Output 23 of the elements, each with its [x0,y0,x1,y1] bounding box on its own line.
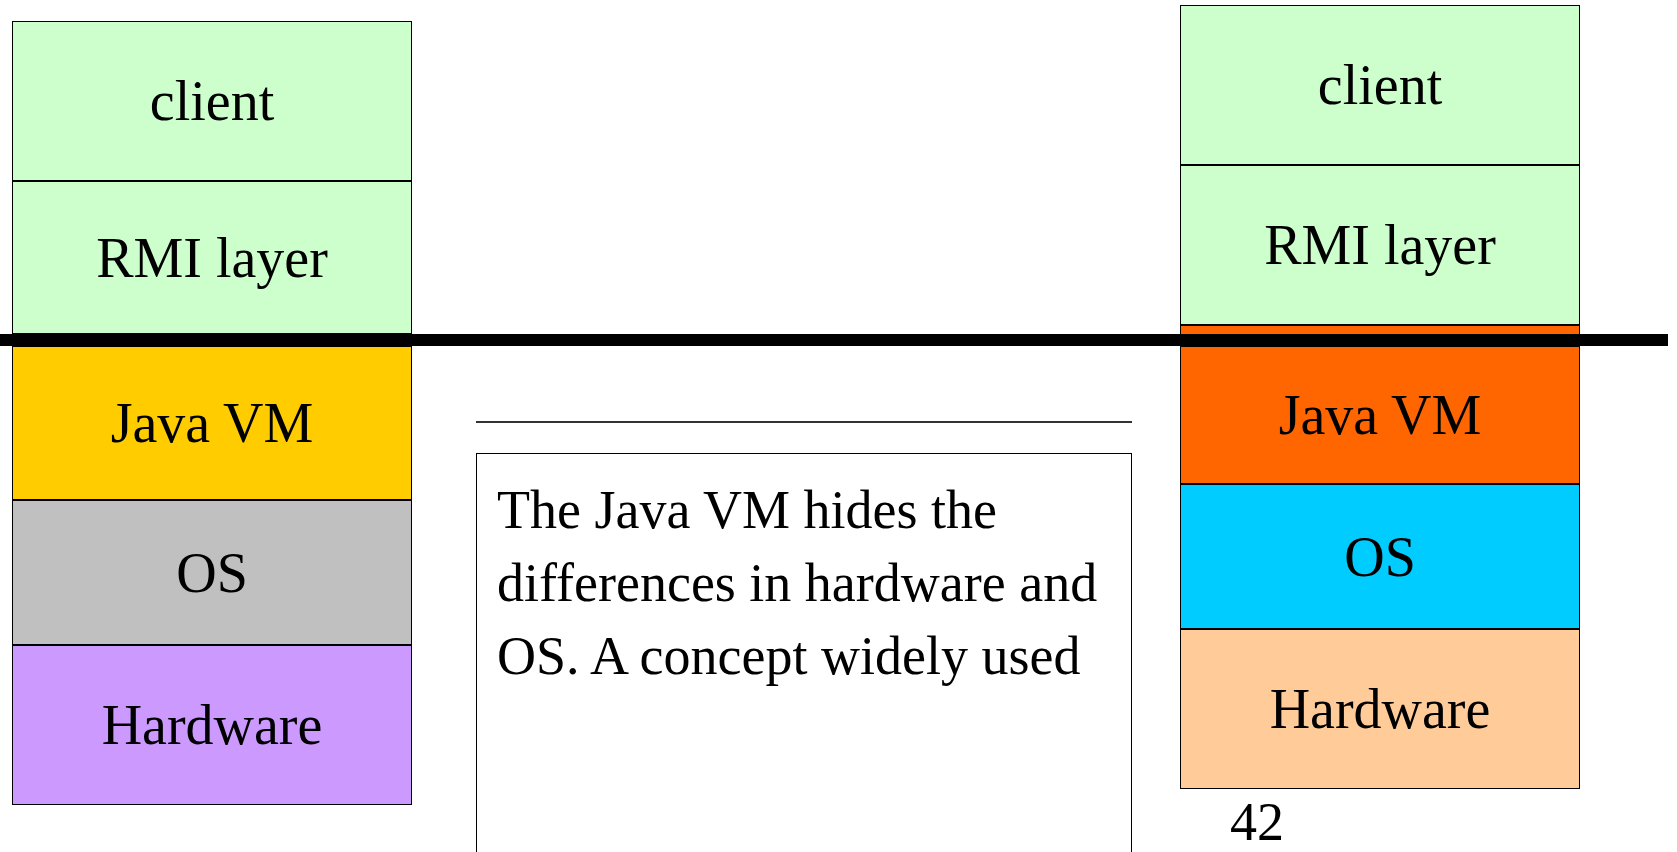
layer-label: client [1317,53,1443,118]
layer-box [12,500,412,645]
layer-box [1180,165,1580,325]
layer-label: Java VM [1278,383,1482,448]
page-number: 42 [1230,795,1284,849]
layer-box [12,181,412,334]
layer-label: RMI layer [1264,213,1496,278]
layer-label: Java VM [110,391,314,456]
layer-label: client [149,69,275,134]
layer-label: RMI layer [96,225,328,291]
note-box [476,453,1132,852]
layer-box [1180,5,1580,165]
layer-box [12,346,412,500]
layer-label: OS [1344,524,1416,590]
layer-box [1180,346,1580,484]
layer-box [12,645,412,805]
layer-box [1180,629,1580,789]
layer-box [12,21,412,181]
layer-label: Hardware [101,693,323,758]
layer-label: OS [176,540,248,606]
note-text: The Java VM hides the differences in hardware and OS. A concept widely used [497,479,1099,688]
layer-label: Hardware [1269,677,1491,742]
layer-box [1180,484,1580,629]
